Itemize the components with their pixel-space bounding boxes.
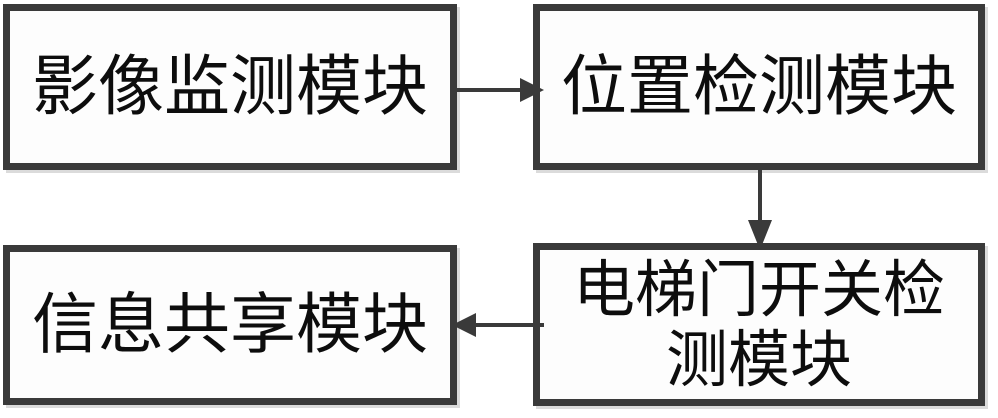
connector-position-to-door bbox=[740, 164, 780, 250]
node-door-switch-detection-label: 电梯门开关检 测模块 bbox=[572, 253, 945, 396]
connector-image-to-position bbox=[452, 70, 544, 110]
node-door-switch-detection[interactable]: 电梯门开关检 测模块 bbox=[533, 243, 985, 406]
arrow-down-icon bbox=[748, 164, 772, 250]
node-image-monitoring[interactable]: 影像监测模块 bbox=[3, 4, 457, 170]
node-position-detection[interactable]: 位置检测模块 bbox=[533, 4, 985, 170]
node-info-sharing-label: 信息共享模块 bbox=[32, 286, 428, 364]
node-image-monitoring-label: 影像监测模块 bbox=[32, 48, 428, 126]
arrow-right-icon bbox=[452, 78, 544, 102]
node-info-sharing[interactable]: 信息共享模块 bbox=[3, 245, 457, 405]
node-position-detection-label: 位置检测模块 bbox=[561, 48, 957, 126]
connector-door-to-info bbox=[452, 305, 544, 345]
arrow-left-icon bbox=[452, 313, 544, 337]
